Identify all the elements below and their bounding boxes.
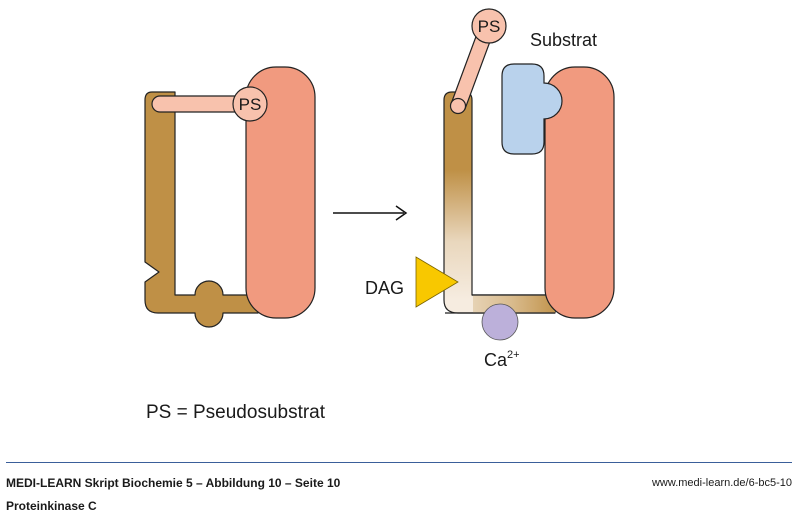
legend-text: PS = Pseudosubstrat	[146, 402, 326, 423]
pseudosubstrate-arm-inactive	[151, 95, 237, 113]
regulatory-bottom-fade	[473, 295, 555, 313]
active-pkc: PS Substrat DAG Ca2+	[365, 8, 615, 370]
catalytic-domain-inactive	[245, 66, 316, 319]
footer-subtitle: Proteinkinase C	[6, 499, 97, 513]
pseudosubstrate-arm-end	[449, 97, 467, 115]
ps-label-inactive: PS	[239, 95, 262, 114]
pseudosubstrate-head-inactive	[232, 86, 268, 122]
activation-arrow	[333, 205, 408, 221]
dag-triangle	[415, 256, 459, 308]
catalytic-domain-active	[544, 66, 615, 319]
footer-url: www.medi-learn.de/6-bc5-10	[651, 477, 792, 489]
substrate-label: Substrat	[530, 30, 597, 50]
dag-label: DAG	[365, 278, 404, 298]
footer-title: MEDI-LEARN Skript Biochemie 5 – Abbildun…	[6, 476, 341, 490]
pseudosubstrate-head-active	[471, 8, 507, 44]
calcium-label: Ca2+	[484, 349, 520, 370]
regulatory-domain-inactive	[144, 91, 259, 328]
substrate-shape	[501, 63, 563, 155]
footer-divider	[6, 462, 792, 463]
inactive-pkc: PS	[144, 66, 316, 328]
calcium-ion	[481, 303, 519, 341]
ps-label-active: PS	[478, 17, 501, 36]
pkc-activation-diagram: PS PS Subs	[144, 8, 615, 423]
